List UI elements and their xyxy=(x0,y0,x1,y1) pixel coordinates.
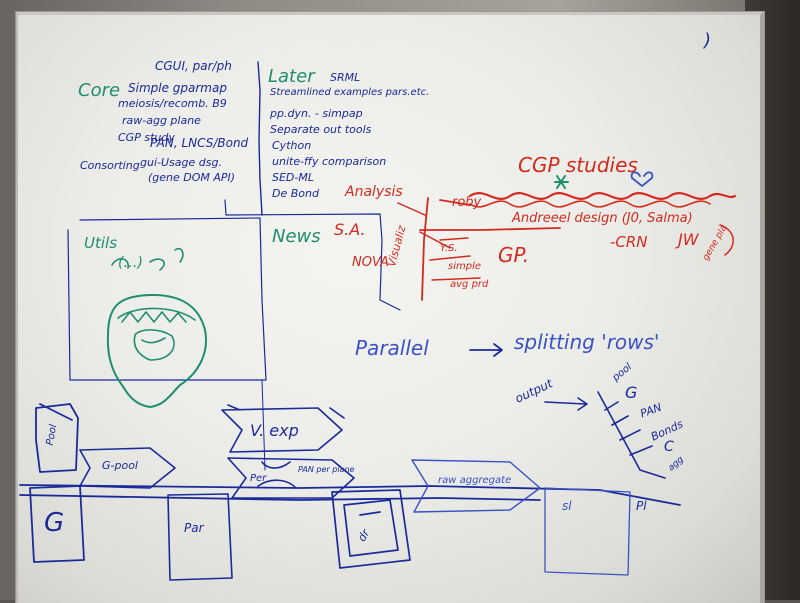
flow-g-box xyxy=(29,485,85,563)
crn-label: -CRN xyxy=(610,233,648,251)
red-arrows xyxy=(397,202,481,281)
flow-vexp-arrow xyxy=(221,404,345,453)
core-header-top: CGUI, par/ph xyxy=(155,59,232,73)
red-bracket xyxy=(719,224,734,256)
core-item-3: raw-agg plane xyxy=(122,114,201,127)
section-divider-vertical xyxy=(261,379,266,471)
red-wave-2 xyxy=(469,200,711,208)
analysis-label: Analysis xyxy=(345,184,403,200)
red-small-2: simple xyxy=(448,261,482,272)
later-item-4: Cython xyxy=(272,139,312,152)
splitting-rows-label: splitting 'rows' xyxy=(514,330,660,354)
flow-pl-label: Pl xyxy=(636,499,647,513)
stack-arrow xyxy=(544,397,588,411)
flow-gpool-arrow xyxy=(79,447,176,489)
face-squiggle xyxy=(111,247,184,271)
column-divider-line xyxy=(224,199,401,311)
face-tongue xyxy=(133,329,175,361)
core-item-2: meiosis/recomb. B9 xyxy=(118,97,227,110)
cgp-studies-title: CGP studies xyxy=(518,153,638,177)
flow-per-b-label: PAN per plane xyxy=(298,465,355,474)
red-wave xyxy=(468,192,737,200)
flow-g-label: G xyxy=(44,508,65,538)
later-header-note: SRML xyxy=(330,71,361,84)
flow-main-line xyxy=(19,484,681,506)
gp-label: GP. xyxy=(498,243,530,267)
later-item-6: SED-ML xyxy=(272,171,314,184)
flow-par-label: Par xyxy=(184,521,204,535)
corner-mark: ) xyxy=(704,30,712,51)
core-item-7: gui-Usage dsg. xyxy=(140,156,222,169)
section-divider xyxy=(67,217,267,381)
red-small-3: avg prd xyxy=(450,279,489,290)
flow-par-box xyxy=(167,493,233,581)
flow-vexp-label: V. exp xyxy=(250,421,299,440)
core-header: Core xyxy=(78,80,121,101)
stack-item-c: C xyxy=(664,439,674,455)
flow-raw-arrow xyxy=(411,459,541,513)
later-item-1: Streamlined examples pars.etc. xyxy=(270,87,430,98)
core-item-4: CGP study xyxy=(118,131,175,144)
flow-raw-label: raw aggregate xyxy=(438,475,512,486)
nova-label: NOVA xyxy=(352,255,389,270)
red-axis-horizontal xyxy=(419,199,561,231)
flow-gpool-label: G-pool xyxy=(102,459,138,472)
utils-sub-label: (…) xyxy=(118,255,143,271)
column-divider-top xyxy=(257,61,263,216)
stack-ladder xyxy=(597,391,666,479)
later-item-2: pp.dyn. - simpap xyxy=(270,107,363,120)
flow-right-box-label: sl xyxy=(562,499,572,513)
heart-icon xyxy=(630,171,654,187)
stack-item-g: G xyxy=(625,383,638,402)
core-item-8: (gene DOM API) xyxy=(148,171,236,184)
red-small-1: Y.S. xyxy=(440,243,458,254)
sa-label: S.A. xyxy=(334,220,366,239)
red-row-2: Andreeel design (J0, Salma) xyxy=(512,211,693,226)
later-item-3: Separate out tools xyxy=(270,123,372,136)
flow-right-box xyxy=(544,487,631,576)
face-outline xyxy=(106,293,207,408)
jw-label: JW xyxy=(678,230,699,249)
core-item-1: Simple gparmap xyxy=(128,81,227,95)
later-item-7: De Bond xyxy=(272,187,319,200)
face-mouth-top xyxy=(117,307,196,323)
utils-label: Utils xyxy=(84,234,118,252)
parallel-label: Parallel xyxy=(355,336,429,360)
flow-drawer-box xyxy=(331,489,411,569)
core-item-5: PAN, LNCS/Bond xyxy=(150,136,249,150)
news-label: News xyxy=(272,226,321,247)
core-item-6: Consorting xyxy=(80,159,140,172)
flow-pool-box xyxy=(35,403,79,473)
red-row-1: roby xyxy=(452,195,482,210)
parallel-arrow xyxy=(469,343,503,357)
red-axis-vertical xyxy=(421,197,429,301)
green-star-icon xyxy=(554,175,569,189)
flow-per-a-label: Per xyxy=(250,473,267,484)
later-item-5: unite-ffy comparison xyxy=(272,155,387,168)
later-header: Later xyxy=(268,66,315,87)
